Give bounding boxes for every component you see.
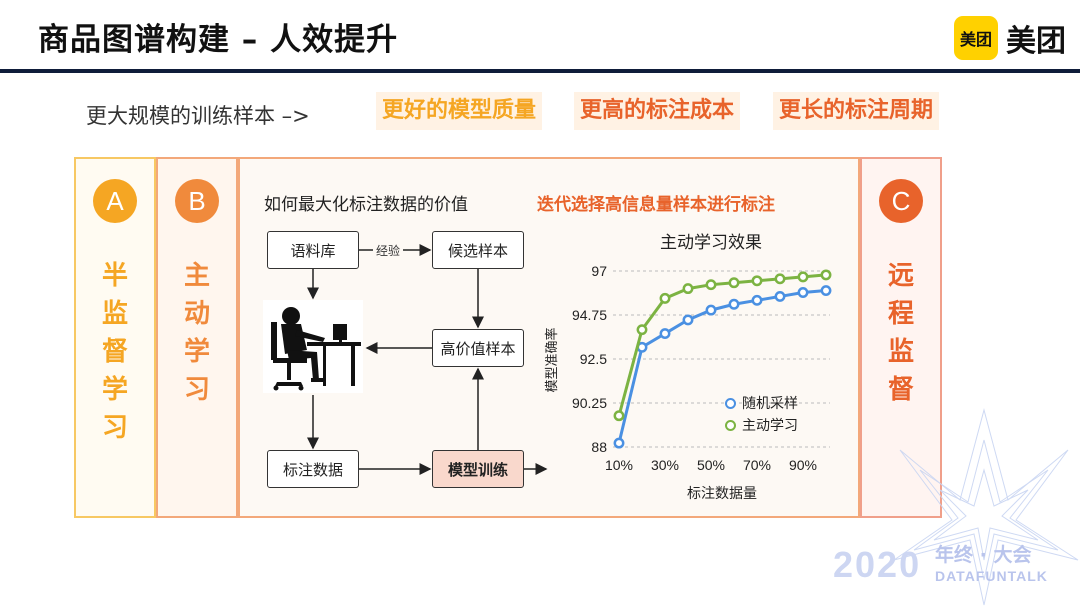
legend-item-random: 随机采样 xyxy=(725,392,798,414)
series-line-0 xyxy=(617,289,827,444)
x-tick-label: 50% xyxy=(697,457,725,473)
question-heading: 如何最大化标注数据的价值 xyxy=(264,195,468,215)
answer-heading: 迭代选择高信息量样本进行标注 xyxy=(537,195,775,215)
series-point-1 xyxy=(636,324,648,336)
y-tick-label: 94.75 xyxy=(572,307,607,323)
series-point-0 xyxy=(659,328,671,340)
annotator-at-desk-icon xyxy=(263,300,363,393)
series-point-0 xyxy=(774,290,786,302)
x-tick-label: 90% xyxy=(789,457,817,473)
node-high-value-samples: 高价值样本 xyxy=(432,329,524,367)
series-point-1 xyxy=(705,279,717,291)
y-tick-label: 92.5 xyxy=(580,351,607,367)
series-point-1 xyxy=(797,271,809,283)
x-tick-label: 10% xyxy=(605,457,633,473)
series-point-1 xyxy=(659,292,671,304)
highlight-cost: 更高的标注成本 xyxy=(574,92,741,130)
legend-label-active: 主动学习 xyxy=(742,418,798,434)
legend-marker-active xyxy=(725,419,736,431)
panel-semi-supervised: A 半 监 督 学 习 xyxy=(74,157,156,518)
series-point-0 xyxy=(728,298,740,310)
chart-title: 主动学习效果 xyxy=(660,233,762,253)
meituan-logo: 美团 美团 xyxy=(954,16,1066,60)
highlight-period: 更长的标注周期 xyxy=(773,92,940,130)
starburst-decoration-icon xyxy=(893,408,1079,606)
series-point-1 xyxy=(613,410,625,422)
footer-brand: DATAFUNTALK xyxy=(935,568,1048,584)
title-divider xyxy=(0,69,1080,73)
letter-badge-b: B xyxy=(175,179,219,223)
series-point-1 xyxy=(774,273,786,285)
legend-marker-random xyxy=(725,397,736,409)
panel-distant-supervision: C 远 程 监 督 xyxy=(860,157,942,518)
series-point-1 xyxy=(682,283,694,295)
series-point-1 xyxy=(751,275,763,287)
footer-event: 年终 · 大会 xyxy=(935,544,1032,566)
letter-badge-a: A xyxy=(93,179,137,223)
experience-label: 经验 xyxy=(373,242,404,259)
node-candidates: 候选样本 xyxy=(432,231,524,269)
series-line-1 xyxy=(617,273,827,417)
node-model-training: 模型训练 xyxy=(432,450,524,488)
panel-active-learning: B 主 动 学 习 xyxy=(156,157,238,518)
panel-b-label: 主 动 学 习 xyxy=(183,261,210,405)
y-tick-label: 88 xyxy=(591,439,607,455)
series-point-0 xyxy=(820,285,832,297)
x-tick-label: 70% xyxy=(743,457,771,473)
legend-item-active: 主动学习 xyxy=(725,414,798,436)
highlight-quality: 更好的模型质量 xyxy=(376,92,543,130)
node-labeled-data: 标注数据 xyxy=(267,450,359,488)
series-point-0 xyxy=(797,287,809,298)
logo-text: 美团 xyxy=(1006,24,1066,59)
panel-a-label: 半 监 督 学 习 xyxy=(101,261,128,443)
x-tick-label: 30% xyxy=(651,457,679,473)
legend-label-random: 随机采样 xyxy=(742,396,798,412)
footer-year: 2020 xyxy=(833,544,922,585)
series-point-0 xyxy=(682,314,694,326)
letter-badge-c: C xyxy=(879,179,923,223)
x-axis-label: 标注数据量 xyxy=(687,486,757,502)
logo-badge: 美团 xyxy=(954,16,998,60)
slide-title: 商品图谱构建 – 人效提升 xyxy=(38,22,399,58)
series-point-0 xyxy=(751,294,763,306)
y-tick-label: 97 xyxy=(591,263,607,279)
chart-legend: 随机采样 主动学习 xyxy=(725,392,798,436)
y-tick-label: 90.25 xyxy=(572,395,607,411)
node-corpus: 语料库 xyxy=(267,231,359,269)
series-point-0 xyxy=(705,304,717,316)
panel-c-label: 远 程 监 督 xyxy=(887,261,914,405)
y-axis-label: 模型准确率 xyxy=(544,327,560,392)
series-point-0 xyxy=(613,437,625,449)
series-point-1 xyxy=(820,269,832,281)
series-point-1 xyxy=(728,277,740,289)
lead-text: 更大规模的训练样本 –> xyxy=(86,104,310,128)
